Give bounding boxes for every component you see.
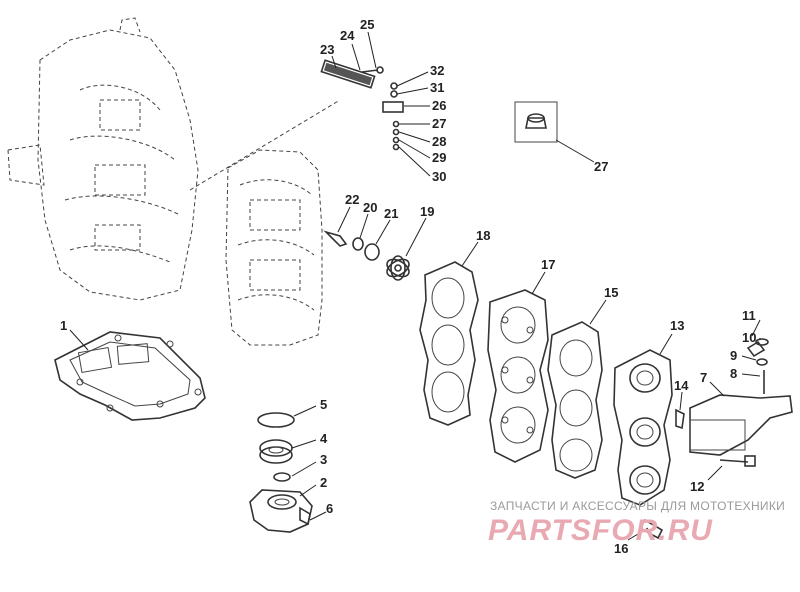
callout-2: 2 [320,475,327,490]
callout-30: 30 [432,169,446,184]
reed-plate-17 [487,289,549,463]
callout-16: 16 [614,541,628,556]
callout-9: 9 [730,348,737,363]
gasket-18 [419,261,479,426]
inset-part-box [514,101,558,143]
callout-15: 15 [604,285,618,300]
callout-25: 25 [360,17,374,32]
callout-19: 19 [420,204,434,219]
callout-3: 3 [320,452,327,467]
callout-11: 11 [742,308,756,323]
callout-22: 22 [345,192,359,207]
callout-28: 28 [432,134,446,149]
callout-4: 4 [320,431,328,446]
watermark-logo: PARTSFOR.RU [488,514,713,547]
callout-24: 24 [340,28,355,43]
callout-18: 18 [476,228,490,243]
callout-12: 12 [690,479,704,494]
callout-labels: 1 2 3 4 5 6 7 8 9 10 11 12 13 [60,17,761,556]
callout-6: 6 [326,501,333,516]
callout-1: 1 [60,318,67,333]
callout-26: 26 [432,98,446,113]
callout-31: 31 [430,80,444,95]
watermark-tagline: ЗАПЧАСТИ И АКСЕССУАРЫ ДЛЯ МОТОТЕХНИКИ [490,499,785,513]
callout-5: 5 [320,397,327,412]
callout-23: 23 [320,42,334,57]
watermark: ЗАПЧАСТИ И АКСЕССУАРЫ ДЛЯ МОТОТЕХНИКИ PA… [488,499,785,547]
callout-20: 20 [363,200,377,215]
callout-29: 29 [432,150,446,165]
callout-13: 13 [670,318,684,333]
crankcase-block [7,17,199,301]
callout-17: 17 [541,257,555,272]
callout-8: 8 [730,366,737,381]
gasket-15 [547,321,603,479]
adaptor-gasket-1 [54,331,206,421]
reed-stop-assembly [320,59,404,151]
intake-manifold-13 [613,349,673,506]
small-hardware-14-16 [638,408,685,540]
callout-21: 21 [384,206,398,221]
reed-petal-hardware [323,230,410,281]
callout-7: 7 [700,370,707,385]
callout-27: 27 [432,116,446,131]
callout-27-inset: 27 [594,159,608,174]
bracket-7 [689,338,793,467]
cylinder-block [225,149,323,346]
callout-32: 32 [430,63,444,78]
callout-14: 14 [674,378,689,393]
seal-housing-assembly [249,412,313,533]
assembly-line [189,99,341,191]
